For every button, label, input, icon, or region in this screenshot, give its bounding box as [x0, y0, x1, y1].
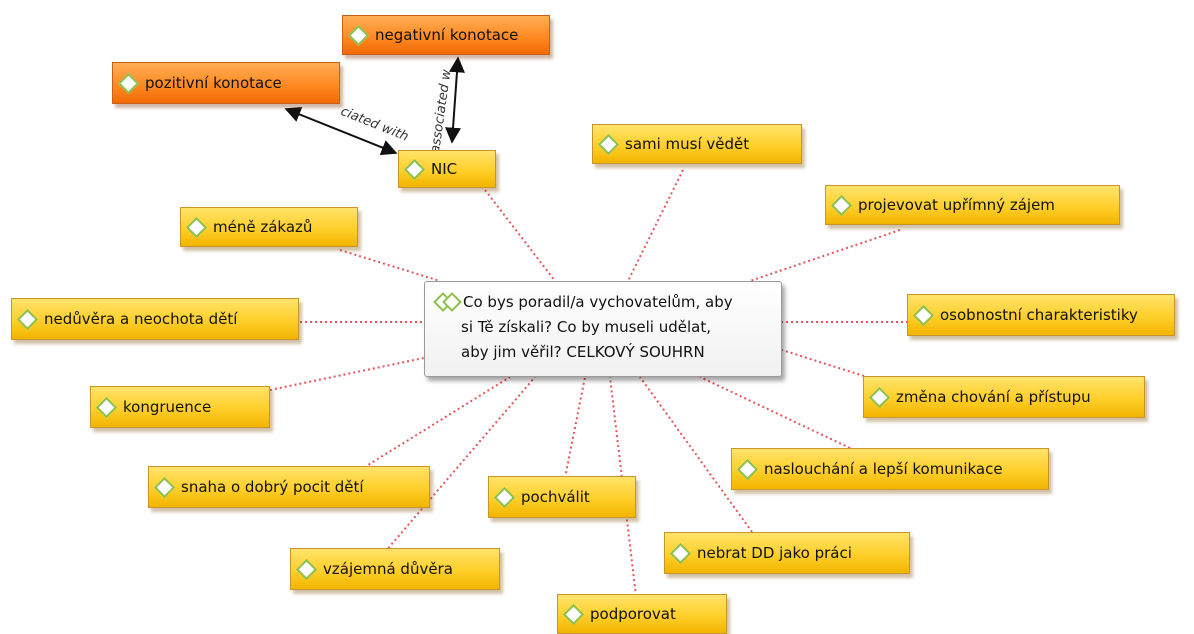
code-diamond-icon	[295, 558, 318, 580]
node-label: změna chování a přístupu	[896, 388, 1091, 406]
code-diamond-icon	[669, 542, 692, 564]
node-label: negativní konotace	[375, 26, 519, 44]
link-zmena	[781, 349, 865, 377]
code-diamond-icon	[868, 386, 891, 408]
node-podporovat[interactable]: podporovat	[557, 594, 727, 634]
node-label: snaha o dobrý pocit dětí	[181, 478, 364, 496]
node-label: méně zákazů	[213, 218, 313, 236]
center-line-1: Co bys poradil/a vychovatelům, aby	[433, 290, 771, 315]
node-label: vzájemná důvěra	[323, 560, 453, 578]
link-pochvalit	[564, 376, 586, 479]
code-diamond-icon	[95, 396, 118, 418]
node-label: sami musí vědět	[625, 135, 750, 153]
link-nic	[481, 185, 556, 282]
node-label: NIC	[431, 160, 458, 178]
center-text-1: Co bys poradil/a vychovatelům, aby	[463, 293, 733, 311]
node-osobnostni-charakteristiky[interactable]: osobnostní charakteristiky	[907, 294, 1175, 336]
node-neduvera-a-neochota-deti[interactable]: nedůvěra a neochota dětí	[11, 298, 299, 340]
node-nic[interactable]: NIC	[398, 150, 496, 188]
network-view-icon	[433, 292, 462, 312]
node-sami-musi-vedet[interactable]: sami musí vědět	[592, 124, 802, 164]
code-diamond-icon	[185, 216, 208, 238]
node-label: nebrat DD jako práci	[697, 544, 852, 562]
link-snaha	[359, 376, 511, 471]
link-mene	[339, 249, 441, 282]
node-label: nedůvěra a neochota dětí	[44, 310, 238, 328]
node-pozitivni-konotace[interactable]: pozitivní konotace	[112, 62, 340, 104]
node-mene-zakazu[interactable]: méně zákazů	[180, 207, 358, 247]
central-question-node[interactable]: Co bys poradil/a vychovatelům, aby si Tě…	[424, 281, 782, 377]
node-naslouchani-a-lepsi-komunikace[interactable]: naslouchání a lepší komunikace	[731, 448, 1049, 490]
node-negativni-konotace[interactable]: negativní konotace	[342, 15, 550, 55]
node-label: naslouchání a lepší komunikace	[764, 460, 1003, 478]
link-vzajemna	[384, 376, 536, 553]
center-text-3: aby jim věřil? CELKOVÝ SOUHRN	[461, 343, 705, 361]
code-diamond-icon	[736, 458, 759, 480]
code-diamond-icon	[403, 158, 426, 180]
node-pochvalit[interactable]: pochválit	[488, 476, 636, 518]
node-zmena-chovani-a-pristupu[interactable]: změna chování a přístupu	[863, 376, 1145, 418]
center-text-2: si Tě získali? Co by museli udělat,	[461, 318, 712, 336]
node-label: osobnostní charakteristiky	[940, 306, 1138, 324]
center-line-2: si Tě získali? Co by museli udělat,	[433, 315, 771, 340]
code-diamond-icon	[493, 486, 516, 508]
node-label: pozitivní konotace	[145, 74, 282, 92]
code-diamond-icon	[597, 133, 620, 155]
center-line-3: aby jim věřil? CELKOVÝ SOUHRN	[433, 340, 771, 365]
code-diamond-icon	[153, 476, 176, 498]
rel-arrow-negativni-nic	[445, 56, 465, 144]
node-label: kongruence	[123, 398, 212, 416]
node-kongruence[interactable]: kongruence	[90, 386, 270, 428]
link-kongruence	[269, 357, 425, 391]
code-diamond-icon	[347, 24, 370, 46]
code-diamond-icon	[562, 603, 585, 625]
code-diamond-icon	[912, 304, 935, 326]
node-projevovat-uprimny-zajem[interactable]: projevovat upřímný zájem	[825, 185, 1120, 225]
node-label: pochválit	[521, 488, 590, 506]
link-naslouchani	[699, 376, 851, 449]
node-label: projevovat upřímný zájem	[858, 196, 1055, 214]
code-diamond-icon	[16, 308, 39, 330]
code-diamond-icon	[830, 194, 853, 216]
node-vzajemna-duvera[interactable]: vzájemná důvěra	[290, 548, 500, 590]
node-snaha-o-dobry-pocit-deti[interactable]: snaha o dobrý pocit dětí	[148, 466, 430, 508]
rel-arrow-pozitivni-nic	[284, 106, 398, 156]
link-sami	[627, 169, 684, 282]
link-projevovat	[749, 229, 901, 282]
node-nebrat-dd-jako-praci[interactable]: nebrat DD jako práci	[664, 532, 910, 574]
node-label: podporovat	[590, 605, 676, 623]
code-diamond-icon	[117, 72, 140, 94]
